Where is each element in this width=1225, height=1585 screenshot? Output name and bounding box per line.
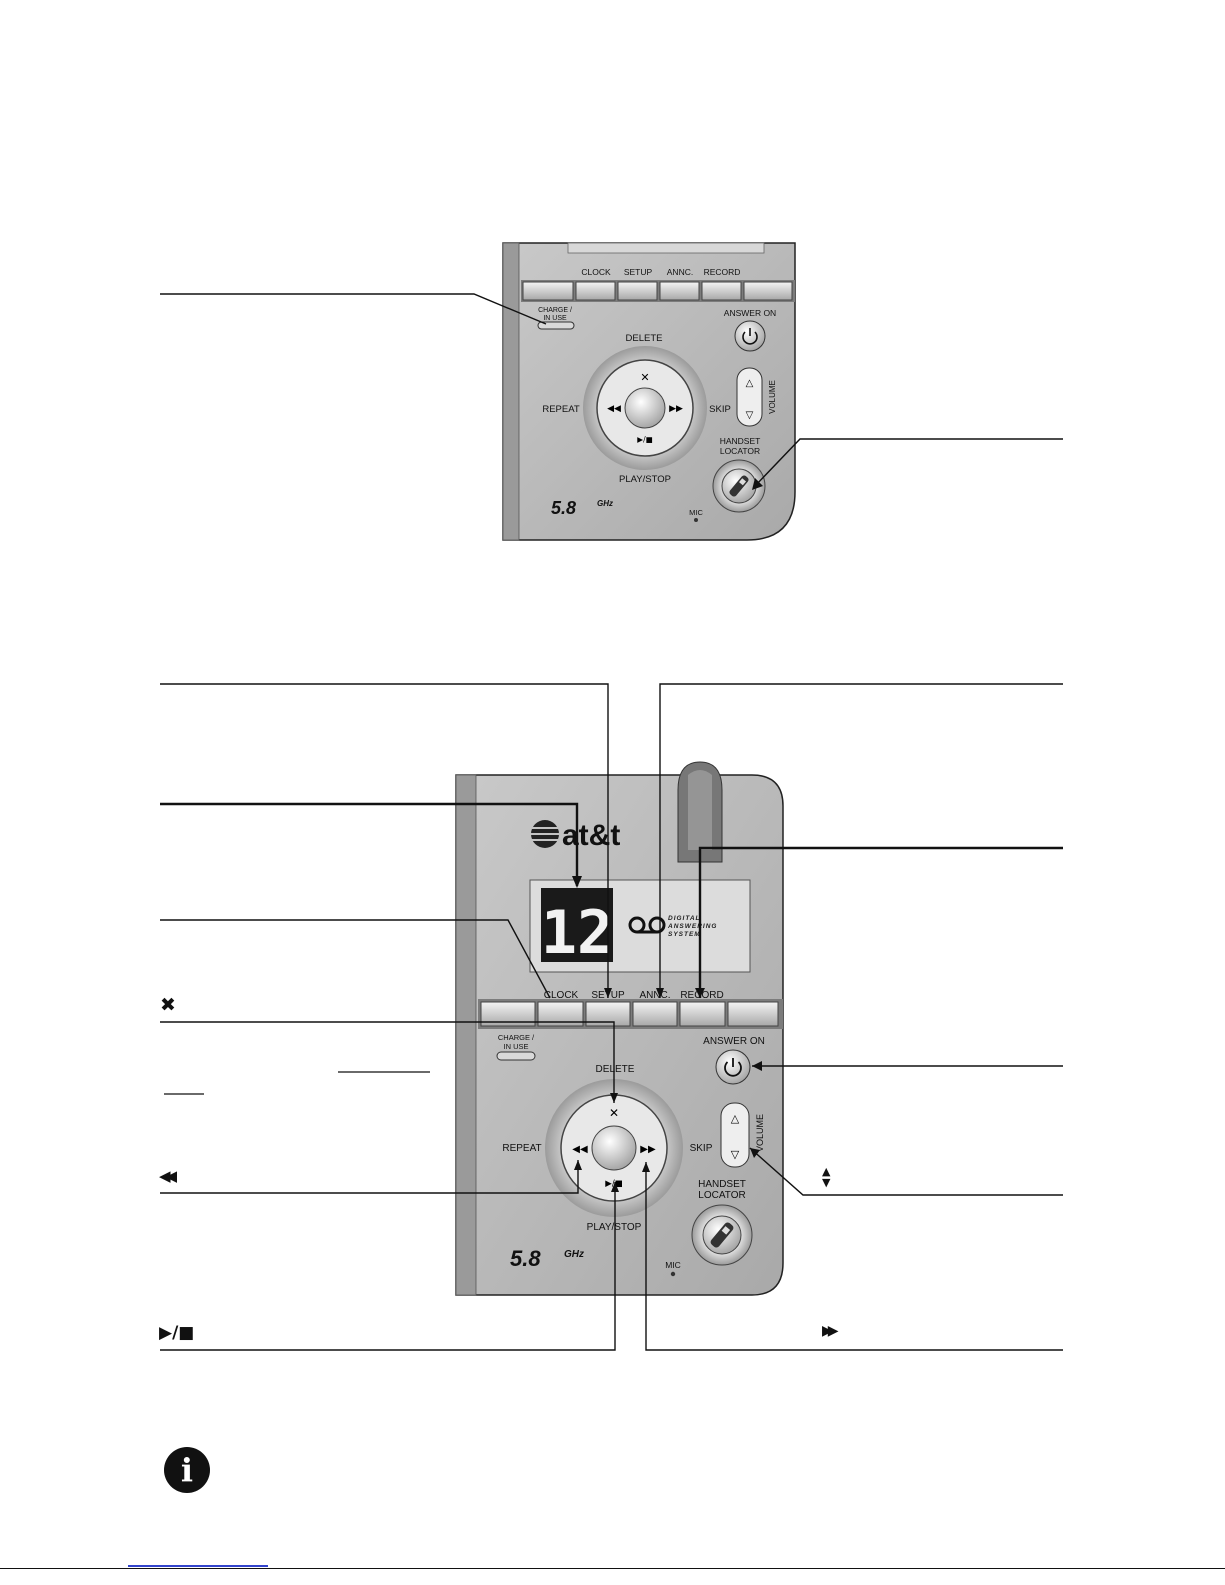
top-answer-on-label: ANSWER ON <box>724 308 776 318</box>
callout-charge-light <box>160 293 547 325</box>
top-skip-label: SKIP <box>709 404 731 415</box>
annc-label: ANNC. <box>639 990 670 1001</box>
clock-label: CLOCK <box>544 990 579 1001</box>
handset-label-2: LOCATOR <box>698 1190 745 1201</box>
top-freq: 5.8 <box>551 498 576 518</box>
top-charge-light <box>537 321 575 330</box>
record-button[interactable] <box>679 1001 726 1027</box>
mic-label: MIC <box>665 1260 681 1270</box>
top-charge-label-2: IN USE <box>543 315 567 322</box>
callout-message-counter <box>160 802 579 886</box>
top-annc-button[interactable] <box>659 281 700 301</box>
top-key-blank-left[interactable] <box>522 281 574 301</box>
top-dial-playstop-icon: ▶/■ <box>637 435 652 444</box>
cassette-icon <box>628 916 666 934</box>
volume-rocker[interactable] <box>720 1102 750 1168</box>
callout-record <box>698 846 1063 998</box>
das-line-1: DIGITAL <box>668 915 701 922</box>
top-play-stop-label: PLAY/STOP <box>619 474 671 485</box>
handset-icon <box>710 1222 734 1248</box>
charge-light <box>496 1051 536 1061</box>
top-repeat-label: REPEAT <box>542 404 580 415</box>
play-stop-label: PLAY/STOP <box>587 1222 642 1233</box>
volume-label: VOLUME <box>755 1114 765 1152</box>
top-dial-rewind-icon: ◀◀ <box>607 404 621 414</box>
delete-x-icon: ✖ <box>160 994 176 1016</box>
arrow-handset-locator <box>752 478 763 490</box>
volume-down-icon: ▽ <box>731 1148 740 1161</box>
top-charge-label-1: CHARGE / <box>538 307 572 314</box>
top-clock-label: CLOCK <box>581 267 611 277</box>
footer-link[interactable] <box>128 1565 268 1567</box>
freq: 5.8 <box>510 1246 541 1271</box>
top-volume-down-icon: ▽ <box>746 410 754 421</box>
top-key-blank-right[interactable] <box>743 281 793 301</box>
mic-hole <box>670 1271 676 1277</box>
power-icon <box>724 1058 742 1077</box>
top-setup-button[interactable] <box>617 281 658 301</box>
top-mic-label: MIC <box>689 508 703 517</box>
brand-text: at&t <box>562 819 620 852</box>
repeat-label: REPEAT <box>502 1143 541 1154</box>
top-freq-unit: GHz <box>597 499 613 508</box>
top-mic-hole <box>694 518 698 522</box>
top-power-icon <box>742 328 758 345</box>
key-blank-right[interactable] <box>727 1001 779 1027</box>
callout-play-stop <box>160 1182 616 1351</box>
footer-rule <box>0 1568 1225 1569</box>
callout-volume <box>749 1147 1063 1196</box>
charge-label-2: IN USE <box>503 1042 528 1051</box>
dial-playstop-icon: ▶/■ <box>605 1179 622 1189</box>
dial-ff-icon: ▶▶ <box>640 1144 656 1155</box>
callout-handset-locator <box>754 438 1063 487</box>
top-dial-x-icon: ✕ <box>640 371 649 384</box>
fast-forward-icon: ▶▶ <box>822 1323 838 1339</box>
top-record-label: RECORD <box>704 267 741 277</box>
volume-up-icon: △ <box>731 1112 740 1125</box>
dial-rewind-icon: ◀◀ <box>572 1144 588 1155</box>
top-annc-label: ANNC. <box>667 267 693 277</box>
callout-delete <box>160 1021 615 1103</box>
top-setup-label: SETUP <box>624 267 653 277</box>
message-count: 12 <box>541 898 613 968</box>
top-volume-label: VOLUME <box>768 380 777 414</box>
top-clock-button[interactable] <box>575 281 616 301</box>
record-label: RECORD <box>680 990 723 1001</box>
top-delete-label: DELETE <box>626 333 663 344</box>
callout-fast-forward <box>645 1162 1063 1351</box>
top-handset-icon <box>729 475 749 497</box>
att-logo-globe <box>531 820 559 848</box>
top-dial-ff-icon: ▶▶ <box>669 404 683 414</box>
dial-x-icon: ✕ <box>609 1106 619 1120</box>
top-volume-rocker[interactable] <box>736 367 763 427</box>
callout-rewind <box>160 1160 579 1194</box>
charge-label-1: CHARGE / <box>498 1033 535 1042</box>
top-base-panel: CLOCK SETUP ANNC. RECORD CHARGE / IN USE… <box>502 242 796 541</box>
bottom-base-panel: at&t 12 DIGITAL ANSWERING SYSTEM CLOCK S… <box>455 761 784 1296</box>
top-dial-center[interactable] <box>624 387 666 429</box>
info-icon: i <box>164 1447 210 1493</box>
freq-unit: GHz <box>564 1249 584 1260</box>
callout-setup <box>160 683 609 998</box>
delete-label: DELETE <box>596 1064 635 1075</box>
up-down-icon: ▲▼ <box>822 1165 831 1189</box>
play-stop-icon: ▶/■ <box>159 1323 195 1343</box>
message-counter <box>541 888 613 962</box>
top-handset-label-2: LOCATOR <box>720 446 760 456</box>
skip-label: SKIP <box>690 1143 713 1154</box>
callout-annc <box>659 683 1063 998</box>
annc-button[interactable] <box>632 1001 678 1027</box>
handset-label-1: HANDSET <box>698 1179 746 1190</box>
answer-on-label: ANSWER ON <box>703 1036 765 1047</box>
callout-clock <box>160 919 551 999</box>
dial-center[interactable] <box>591 1125 637 1171</box>
top-volume-up-icon: △ <box>746 378 754 389</box>
das-line-2: ANSWERING <box>667 923 717 930</box>
top-handset-label-1: HANDSET <box>720 436 761 446</box>
das-line-3: SYSTEM <box>668 931 701 938</box>
top-record-button[interactable] <box>701 281 742 301</box>
rewind-icon: ◀◀ <box>159 1167 177 1185</box>
